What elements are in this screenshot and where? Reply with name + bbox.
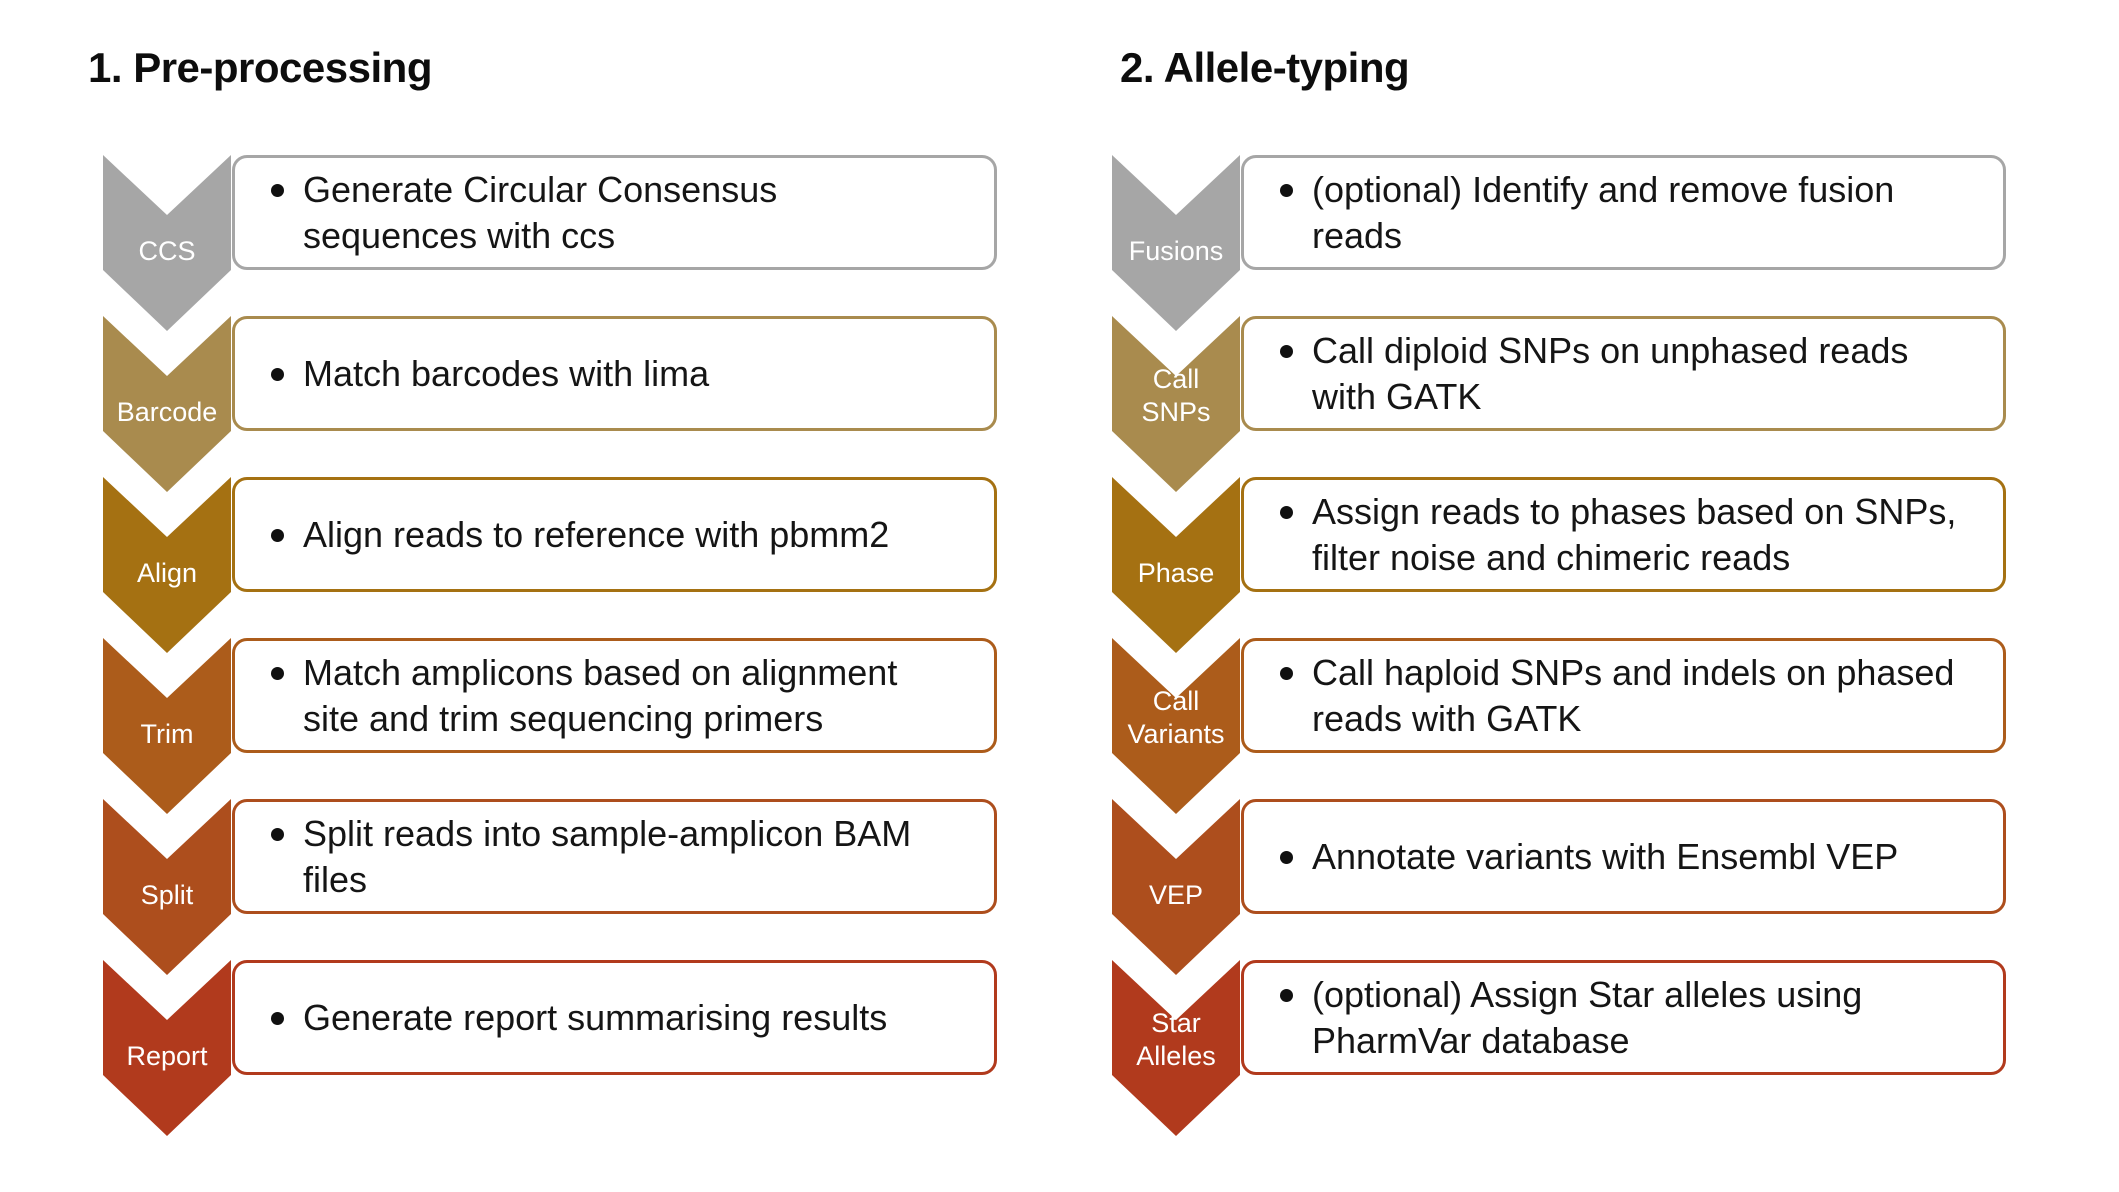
chevron-polygon	[103, 316, 231, 492]
bullet-icon	[1280, 344, 1293, 358]
bullet-icon	[271, 1011, 284, 1025]
bullet-icon	[271, 183, 284, 197]
chevron-polygon	[1112, 799, 1240, 975]
step-description-box: Match barcodes with lima	[232, 316, 997, 431]
pre-processing-column-title: 1. Pre-processing	[88, 44, 432, 91]
step-name-label: VEP	[1148, 880, 1204, 910]
step-name-label: Fusions	[1128, 236, 1224, 266]
step-description-text: Annotate variants with Ensembl VEP	[1312, 835, 1899, 877]
chevron-down-shape	[1112, 960, 1240, 1136]
pipeline-step: Call Variants Call haploid SNPs and inde…	[1112, 638, 2017, 814]
chevron-down-shape	[103, 799, 231, 975]
step-description-text: Match barcodes with lima	[303, 352, 710, 394]
step-description-text: Generate Circular Consensus sequences wi…	[303, 168, 778, 256]
step-name-label: Trim	[140, 719, 194, 749]
bullet-icon	[1280, 505, 1293, 519]
pipeline-step: Report Generate report summarising resul…	[103, 960, 1008, 1136]
step-description-content: Match amplicons based on alignment site …	[271, 650, 948, 742]
step-description-content: (optional) Assign Star alleles using Pha…	[1280, 972, 1957, 1064]
step-description-content: Generate Circular Consensus sequences wi…	[271, 167, 948, 259]
bullet-icon	[1280, 850, 1293, 864]
step-description-box: Call diploid SNPs on unphased reads with…	[1241, 316, 2006, 431]
step-description-content: Assign reads to phases based on SNPs, fi…	[1280, 489, 1957, 581]
step-name-label: Call SNPs	[1141, 364, 1211, 427]
step-name-label: Split	[140, 880, 194, 910]
bullet-icon	[271, 528, 284, 542]
step-description-content: Align reads to reference with pbmm2	[271, 512, 948, 558]
bullet-icon	[1280, 183, 1293, 197]
bullet-icon	[271, 827, 284, 841]
pipeline-step: VEP Annotate variants with Ensembl VEP	[1112, 799, 2017, 975]
step-description-box: Split reads into sample-amplicon BAM fil…	[232, 799, 997, 914]
step-description-box: Match amplicons based on alignment site …	[232, 638, 997, 753]
step-name-label: Call Variants	[1127, 686, 1225, 749]
chevron-polygon	[103, 799, 231, 975]
bullet-icon	[1280, 988, 1293, 1002]
step-description-content: (optional) Identify and remove fusion re…	[1280, 167, 1957, 259]
pipeline-step: Phase Assign reads to phases based on SN…	[1112, 477, 2017, 653]
step-name-label: Star Alleles	[1136, 1008, 1216, 1071]
step-description-text: Call haploid SNPs and indels on phased r…	[1312, 651, 1955, 739]
pipeline-step: Star Alleles (optional) Assign Star alle…	[1112, 960, 2017, 1136]
step-description-text: Generate report summarising results	[303, 996, 888, 1038]
chevron-down-shape	[103, 638, 231, 814]
step-description-box: Call haploid SNPs and indels on phased r…	[1241, 638, 2006, 753]
pipeline-step: Align Align reads to reference with pbmm…	[103, 477, 1008, 653]
chevron-polygon	[103, 477, 231, 653]
pipeline-step: CCS Generate Circular Consensus sequence…	[103, 155, 1008, 331]
step-description-text: Match amplicons based on alignment site …	[303, 651, 898, 739]
chevron-polygon	[103, 960, 231, 1136]
chevron-polygon	[1112, 155, 1240, 331]
bullet-icon	[271, 666, 284, 680]
step-description-box: Align reads to reference with pbmm2	[232, 477, 997, 592]
step-description-box: Annotate variants with Ensembl VEP	[1241, 799, 2006, 914]
step-description-text: (optional) Assign Star alleles using Pha…	[1312, 973, 1863, 1061]
allele-typing-column-title: 2. Allele-typing	[1120, 44, 1410, 91]
step-description-box: (optional) Assign Star alleles using Pha…	[1241, 960, 2006, 1075]
step-description-box: Generate Circular Consensus sequences wi…	[232, 155, 997, 270]
step-description-content: Generate report summarising results	[271, 995, 948, 1041]
step-description-content: Annotate variants with Ensembl VEP	[1280, 834, 1957, 880]
chevron-down-shape	[103, 477, 231, 653]
chevron-down-shape	[1112, 155, 1240, 331]
step-name-label: Report	[126, 1041, 208, 1071]
chevron-polygon	[1112, 316, 1240, 492]
chevron-polygon	[1112, 477, 1240, 653]
step-description-content: Match barcodes with lima	[271, 351, 948, 397]
step-description-content: Call diploid SNPs on unphased reads with…	[1280, 328, 1957, 420]
pipeline-step: Split Split reads into sample-amplicon B…	[103, 799, 1008, 975]
step-name-label: Barcode	[116, 397, 218, 427]
chevron-down-shape	[1112, 638, 1240, 814]
chevron-down-shape	[103, 155, 231, 331]
step-description-text: Split reads into sample-amplicon BAM fil…	[303, 812, 912, 900]
step-description-box: (optional) Identify and remove fusion re…	[1241, 155, 2006, 270]
step-description-content: Split reads into sample-amplicon BAM fil…	[271, 811, 948, 903]
pipeline-step: Trim Match amplicons based on alignment …	[103, 638, 1008, 814]
step-description-text: Align reads to reference with pbmm2	[303, 513, 890, 555]
step-name-label: CCS	[138, 236, 196, 266]
step-name-label: Align	[136, 558, 198, 588]
chevron-polygon	[103, 638, 231, 814]
bullet-icon	[1280, 666, 1293, 680]
pipeline-step: Call SNPs Call diploid SNPs on unphased …	[1112, 316, 2017, 492]
pipeline-step: Barcode Match barcodes with lima	[103, 316, 1008, 492]
step-description-box: Assign reads to phases based on SNPs, fi…	[1241, 477, 2006, 592]
chevron-down-shape	[1112, 477, 1240, 653]
chevron-polygon	[1112, 638, 1240, 814]
chevron-down-shape	[1112, 316, 1240, 492]
step-description-text: Assign reads to phases based on SNPs, fi…	[1312, 490, 1957, 578]
step-name-label: Phase	[1137, 558, 1215, 588]
step-description-content: Call haploid SNPs and indels on phased r…	[1280, 650, 1957, 742]
chevron-down-shape	[1112, 799, 1240, 975]
chevron-polygon	[103, 155, 231, 331]
chevron-polygon	[1112, 960, 1240, 1136]
chevron-down-shape	[103, 316, 231, 492]
chevron-down-shape	[103, 960, 231, 1136]
step-description-text: (optional) Identify and remove fusion re…	[1312, 168, 1895, 256]
step-description-text: Call diploid SNPs on unphased reads with…	[1312, 329, 1909, 417]
bullet-icon	[271, 367, 284, 381]
pipeline-step: Fusions (optional) Identify and remove f…	[1112, 155, 2017, 331]
step-description-box: Generate report summarising results	[232, 960, 997, 1075]
